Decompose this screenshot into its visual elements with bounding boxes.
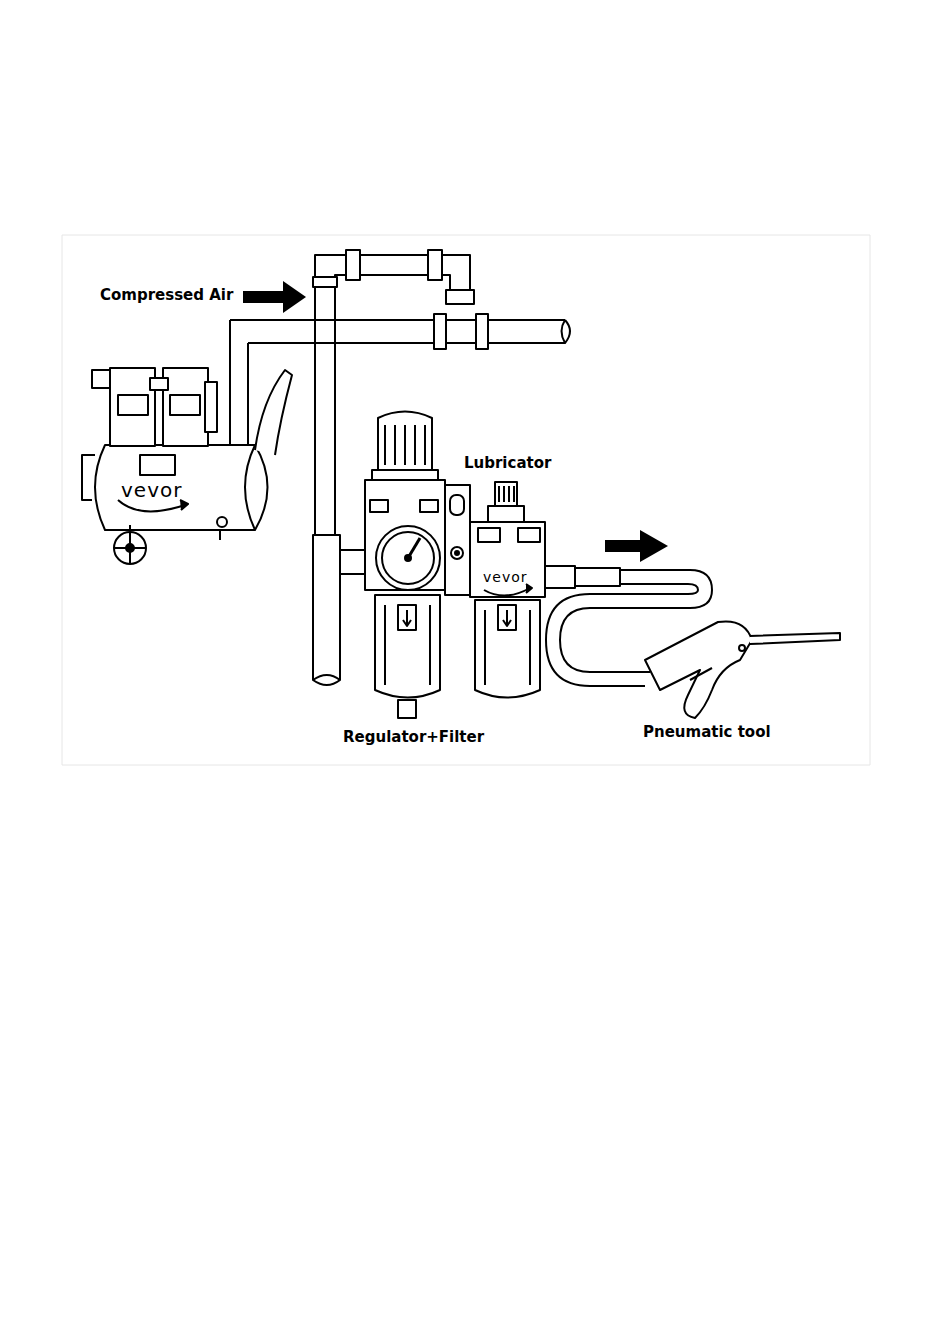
part-label: Pneumatic tool [643, 724, 771, 741]
part-label: Regulator+Filter [343, 729, 484, 746]
part-label: Lubricator [464, 455, 551, 472]
brand-mark: vevor [483, 570, 528, 585]
part-label: Compressed Air [100, 287, 233, 304]
brand-mark: vevor [121, 479, 182, 501]
